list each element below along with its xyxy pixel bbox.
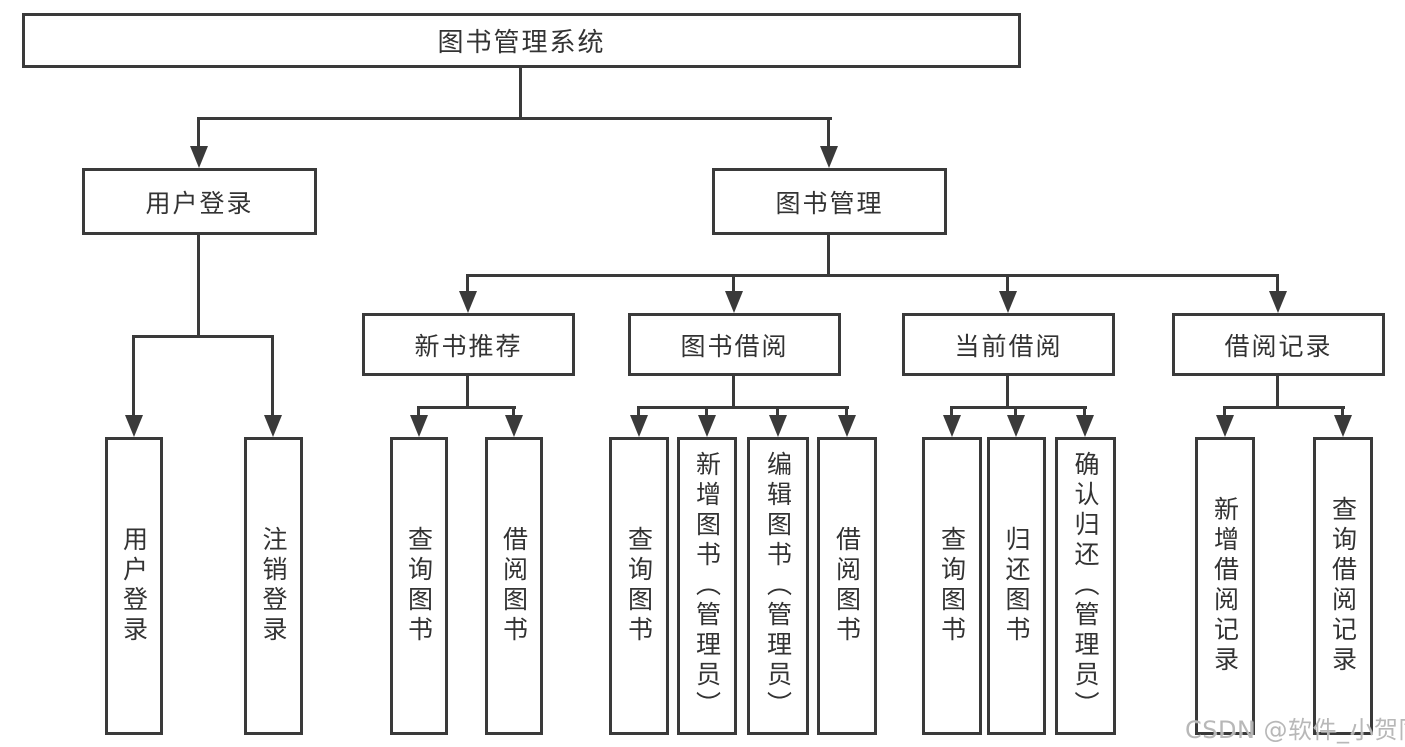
- arrow-down-icon: [410, 415, 428, 437]
- connector-line: [512, 406, 515, 420]
- arrow-down-icon: [264, 415, 282, 437]
- connector-line: [1014, 406, 1017, 420]
- arrow-down-icon: [1007, 415, 1025, 437]
- connector-line: [417, 406, 420, 420]
- leaf-query-books-recommend: 查询图书: [390, 437, 448, 735]
- csdn-watermark: CSDN @软件_小贺同学: [1185, 716, 1405, 744]
- arrow-down-icon: [1334, 415, 1352, 437]
- connector-line: [198, 117, 832, 120]
- node-current-borrowing: 当前借阅: [902, 313, 1115, 376]
- connector-line: [1083, 406, 1086, 420]
- connector-line: [732, 274, 735, 296]
- node-new-book-recommend: 新书推荐: [362, 313, 575, 376]
- leaf-confirm-return-admin: 确认归还（管理员）: [1055, 437, 1116, 735]
- node-library-management-system: 图书管理系统: [22, 13, 1021, 68]
- connector-line: [732, 376, 735, 409]
- leaf-return-books: 归还图书: [987, 437, 1046, 735]
- connector-line: [197, 117, 200, 152]
- connector-line: [271, 335, 274, 420]
- connector-line: [417, 406, 516, 409]
- connector-line: [1276, 376, 1279, 409]
- connector-line: [197, 235, 200, 338]
- connector-line: [1276, 274, 1279, 296]
- node-book-borrowing: 图书借阅: [628, 313, 841, 376]
- arrow-down-icon: [943, 415, 961, 437]
- leaf-logout: 注销登录: [244, 437, 303, 735]
- connector-line: [950, 406, 953, 420]
- leaf-borrow-books: 借阅图书: [817, 437, 877, 735]
- connector-line: [1223, 406, 1345, 409]
- arrow-down-icon: [459, 291, 477, 313]
- connector-line: [950, 406, 1087, 409]
- arrow-down-icon: [190, 146, 208, 168]
- arrow-down-icon: [1216, 415, 1234, 437]
- connector-line: [827, 117, 830, 152]
- leaf-borrow-books-recommend: 借阅图书: [485, 437, 543, 735]
- connector-line: [705, 406, 708, 420]
- leaf-query-books-borrowing: 查询图书: [609, 437, 669, 735]
- leaf-query-borrow-record: 查询借阅记录: [1313, 437, 1373, 735]
- connector-line: [637, 406, 640, 420]
- connector-line: [637, 406, 849, 409]
- connector-line: [519, 68, 522, 120]
- leaf-query-books-current: 查询图书: [922, 437, 982, 735]
- arrow-down-icon: [630, 415, 648, 437]
- connector-line: [827, 235, 830, 277]
- arrow-down-icon: [505, 415, 523, 437]
- leaf-edit-books-admin: 编辑图书（管理员）: [747, 437, 809, 735]
- connector-line: [132, 335, 274, 338]
- arrow-down-icon: [698, 415, 716, 437]
- arrow-down-icon: [999, 291, 1017, 313]
- arrow-down-icon: [838, 415, 856, 437]
- arrow-down-icon: [1269, 291, 1287, 313]
- connector-line: [466, 376, 469, 409]
- leaf-add-books-admin: 新增图书（管理员）: [677, 437, 737, 735]
- node-book-management-branch: 图书管理: [712, 168, 947, 235]
- connector-line: [776, 406, 779, 420]
- node-user-login-branch: 用户登录: [82, 168, 317, 235]
- leaf-user-login: 用户登录: [105, 437, 163, 735]
- leaf-add-borrow-record: 新增借阅记录: [1195, 437, 1255, 735]
- connector-line: [132, 335, 135, 420]
- arrow-down-icon: [1076, 415, 1094, 437]
- arrow-down-icon: [769, 415, 787, 437]
- connector-line: [1223, 406, 1226, 420]
- arrow-down-icon: [820, 146, 838, 168]
- connector-line: [1341, 406, 1344, 420]
- node-borrowing-records: 借阅记录: [1172, 313, 1385, 376]
- connector-line: [1006, 376, 1009, 409]
- arrow-down-icon: [125, 415, 143, 437]
- arrow-down-icon: [725, 291, 743, 313]
- connector-line: [466, 274, 469, 296]
- connector-line: [845, 406, 848, 420]
- connector-line: [1006, 274, 1009, 296]
- connector-line: [466, 274, 1279, 277]
